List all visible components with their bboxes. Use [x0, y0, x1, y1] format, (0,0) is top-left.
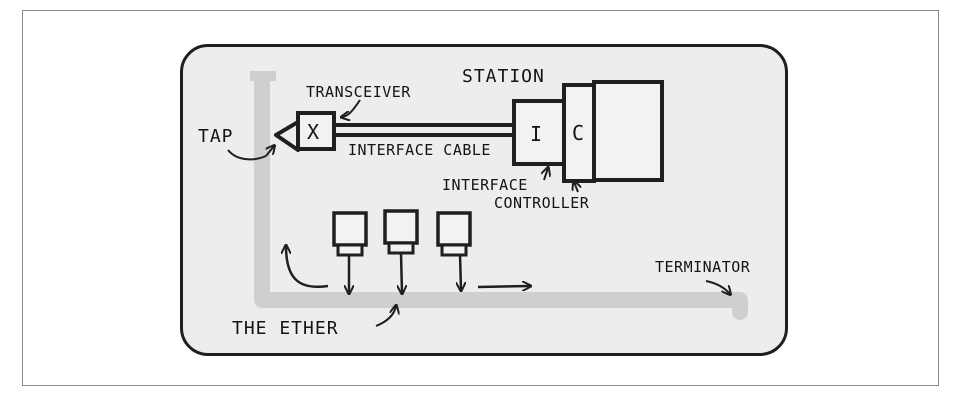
transceiver-x-mark: X — [307, 120, 319, 144]
tap-pointer-arrow — [266, 146, 274, 157]
small-station-3 — [436, 211, 472, 290]
controller-c-mark: C — [572, 121, 584, 145]
interface-i-mark: I — [530, 122, 542, 146]
small-station-2 — [383, 209, 419, 293]
tap-triangle — [274, 120, 300, 152]
station-label: STATION — [462, 66, 545, 87]
transceiver-pointer-arrow — [342, 99, 361, 117]
transceiver-label: TRANSCEIVER — [306, 83, 411, 101]
interface-controller-label-line1: INTERFACE — [442, 176, 528, 194]
station-unit — [592, 80, 664, 182]
interface-controller-pointer-arrow — [544, 168, 548, 181]
ether-pointer-arrow — [375, 306, 396, 327]
tap-pointer-curve — [227, 149, 267, 161]
small-station-1 — [332, 211, 368, 293]
interface-cable-label: INTERFACE CABLE — [348, 141, 491, 159]
ether-signal-arrow-up — [286, 246, 329, 289]
tap-label: TAP — [198, 126, 234, 147]
transceiver-box — [296, 111, 336, 151]
ether-signal-arrow-right — [477, 286, 530, 287]
ether-cable — [254, 72, 748, 320]
the-ether-label: THE ETHER — [232, 318, 339, 339]
interface-controller-label-line2: CONTROLLER — [494, 194, 590, 212]
terminator-pointer-arrow — [705, 280, 730, 294]
terminator-label: TERMINATOR — [655, 258, 751, 276]
controller-pointer-arrow — [574, 182, 578, 193]
